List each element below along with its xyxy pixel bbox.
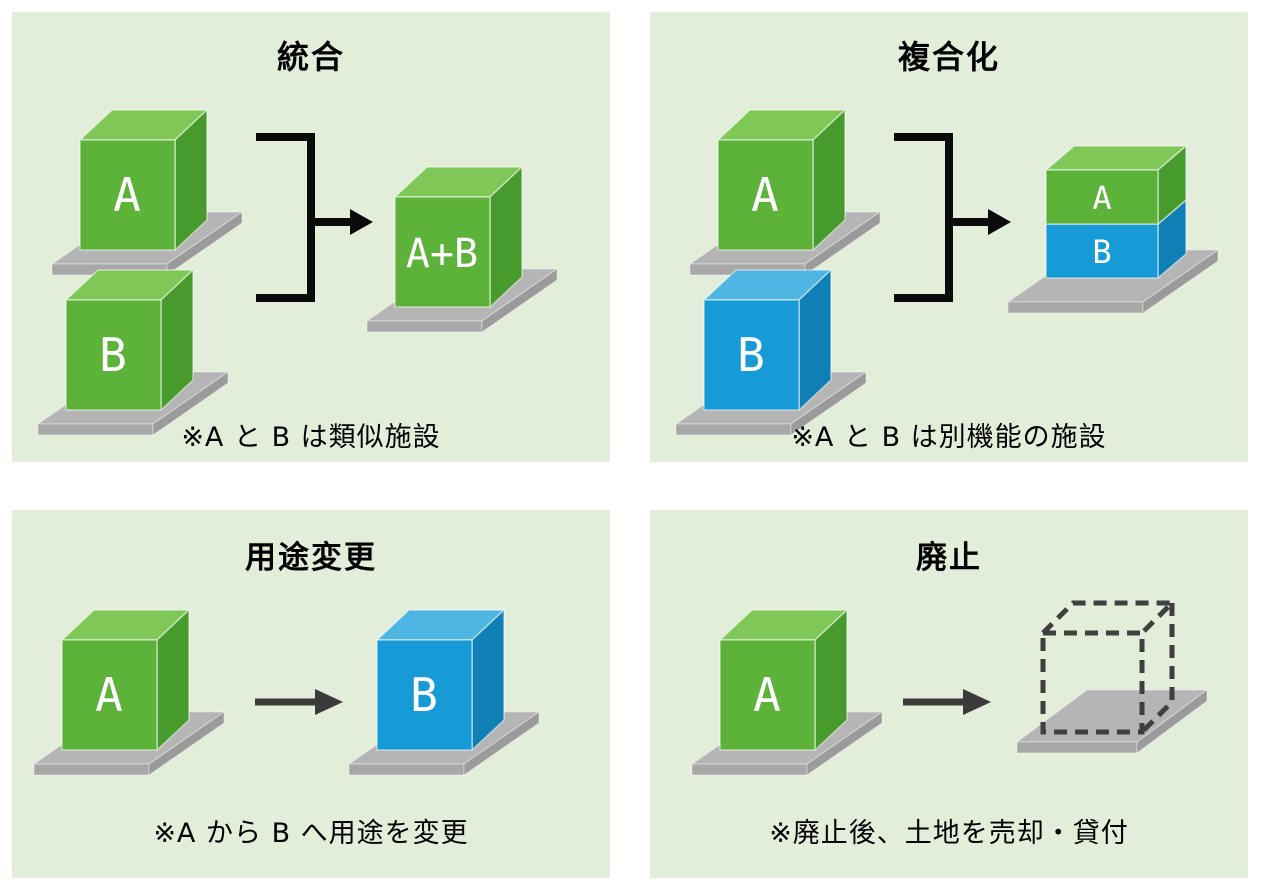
- cube-label: A: [753, 668, 781, 722]
- platform-side-face: [152, 371, 229, 436]
- platform-front-face: [348, 763, 465, 776]
- panel-use-change-title: 用途変更: [245, 540, 377, 576]
- dashed-side-edges: [1140, 603, 1175, 734]
- cube-front-face: [65, 299, 162, 411]
- panel-integration-caption: ※A と B は類似施設: [181, 422, 441, 453]
- stacked-building: A B: [1007, 145, 1219, 314]
- stack-a-front-face: [1045, 169, 1159, 225]
- dashed-top-face: [1041, 600, 1179, 635]
- blue-cube-b: B: [675, 269, 867, 436]
- stack-b-label: B: [1092, 233, 1111, 271]
- use-change-illustration: A B: [33, 609, 540, 776]
- right-arrow-icon: [903, 689, 991, 715]
- abolition-illustration: A: [691, 600, 1208, 776]
- cube-label: B: [737, 328, 765, 382]
- platform-side-face: [463, 711, 540, 776]
- merge-arrowhead: [988, 209, 1011, 235]
- panel-use-change-caption: ※A から B へ用途を変更: [153, 818, 469, 849]
- vacant-lot: [1016, 600, 1208, 754]
- green-cube-b: B: [37, 269, 229, 436]
- dashed-cube-outline-icon: [1040, 600, 1179, 735]
- platform-side-face: [790, 371, 867, 436]
- green-cube-a: A: [689, 109, 881, 276]
- panel-composite-title: 複合化: [897, 38, 1000, 76]
- platform-front-face: [366, 320, 483, 333]
- cube-label: A: [113, 168, 141, 222]
- panel-integration-title: 統合: [276, 38, 345, 76]
- panel-composite: 複合化 A: [650, 12, 1248, 462]
- cube-front-face: [79, 139, 176, 251]
- platform-front-face: [1007, 301, 1144, 314]
- merge-arrow-icon: [894, 133, 1011, 302]
- cube-label: A: [95, 668, 123, 722]
- merge-bracket: [894, 133, 953, 302]
- cube-label: A: [751, 168, 779, 222]
- composite-illustration: A B: [675, 109, 1219, 436]
- platform-side-face: [481, 268, 558, 333]
- cube-front-face: [61, 639, 158, 751]
- panel-abolition-title: 廃止: [916, 540, 982, 576]
- arrowhead: [963, 689, 991, 715]
- integration-illustration: A B: [37, 109, 558, 436]
- cube-front-face: [717, 139, 814, 251]
- cube-label: B: [410, 668, 438, 722]
- blue-cube-b: B: [348, 609, 540, 776]
- arrowhead: [315, 689, 343, 715]
- merge-bracket: [256, 133, 315, 302]
- platform-side-face: [1142, 249, 1219, 314]
- cube-front-face: [703, 299, 800, 411]
- panel-grid: 統合 A: [12, 12, 1248, 878]
- dashed-front-face: [1040, 630, 1145, 735]
- merge-arrowhead: [350, 209, 373, 235]
- platform-front-face: [691, 763, 808, 776]
- green-cube-result: A+B: [366, 166, 558, 333]
- panel-abolition-caption: ※廃止後、土地を売却・貸付: [769, 818, 1129, 849]
- panel-abolition: 廃止 A: [650, 510, 1248, 878]
- platform-side-face: [806, 711, 883, 776]
- panel-use-change: 用途変更 A: [12, 510, 610, 878]
- cube-label: A+B: [406, 231, 478, 277]
- panel-integration: 統合 A: [12, 12, 610, 462]
- platform-front-face: [33, 763, 150, 776]
- cube-label: B: [99, 328, 127, 382]
- cube-front-face: [394, 196, 491, 308]
- green-cube-a: A: [33, 609, 225, 776]
- cube-front-face: [719, 639, 816, 751]
- green-cube-a: A: [691, 609, 883, 776]
- platform-side-face: [148, 711, 225, 776]
- right-arrow-icon: [255, 689, 343, 715]
- panel-composite-caption: ※A と B は別機能の施設: [791, 422, 1107, 453]
- stack-a-label: A: [1092, 179, 1111, 217]
- cube-front-face: [376, 639, 473, 751]
- platform-front-face: [1016, 741, 1138, 754]
- merge-arrow-icon: [256, 133, 373, 302]
- platform-side-face: [1136, 689, 1208, 754]
- green-cube-a: A: [51, 109, 243, 276]
